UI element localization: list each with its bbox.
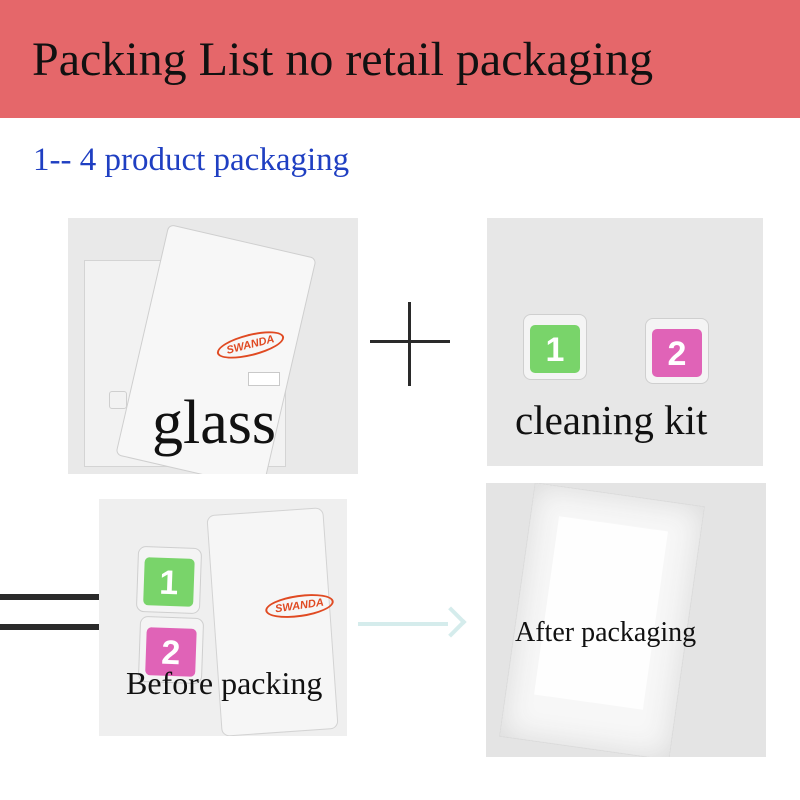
wipe-number: 1 bbox=[158, 563, 180, 603]
cleaning-kit-label: cleaning kit bbox=[515, 397, 708, 443]
wipe-color-band bbox=[530, 325, 580, 373]
wet-wipe-icon: 1 bbox=[523, 314, 587, 380]
dry-wipe-icon: 2 bbox=[645, 318, 709, 384]
wipe-color-band bbox=[652, 329, 702, 377]
after-packaging-label: After packaging bbox=[515, 617, 697, 648]
after-packaging-photo: After packaging bbox=[486, 483, 766, 757]
before-packing-label: Before packing bbox=[126, 665, 323, 701]
glass-photo: SWANDA glass bbox=[68, 218, 358, 474]
equals-icon-lower bbox=[0, 624, 100, 630]
page-title: Packing List no retail packaging bbox=[32, 33, 654, 86]
title-banner: Packing List no retail packaging bbox=[0, 0, 800, 118]
cleaning-kit-photo: 1 2 cleaning kit bbox=[487, 218, 763, 466]
subtitle: 1-- 4 product packaging bbox=[33, 142, 350, 178]
arrow-head-icon bbox=[435, 606, 467, 638]
equals-icon bbox=[0, 594, 100, 600]
camera-cutout bbox=[109, 391, 127, 409]
glass-label: glass bbox=[152, 389, 276, 457]
wet-wipe-icon: 1 bbox=[135, 545, 203, 615]
dust-sticker-icon bbox=[248, 372, 280, 386]
arrow-right-icon bbox=[358, 622, 448, 626]
wipe-number: 1 bbox=[545, 331, 565, 369]
glass-protector-icon bbox=[206, 507, 339, 736]
wipe-number: 2 bbox=[667, 335, 687, 373]
before-packing-photo: 1 2 SWANDA Before packing bbox=[99, 499, 347, 736]
plus-icon-vertical bbox=[408, 302, 411, 386]
